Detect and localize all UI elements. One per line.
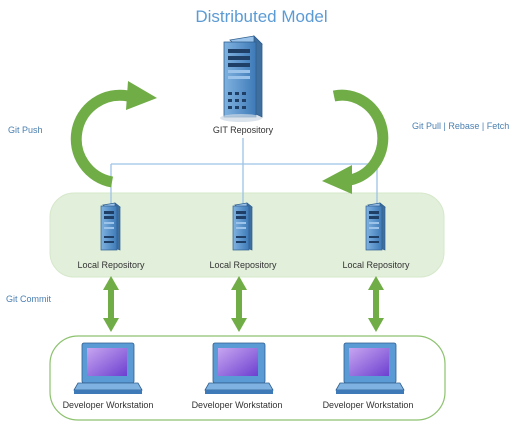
- workstation-icon-3: [335, 342, 405, 394]
- git-commit-arrow-3: [368, 276, 384, 332]
- diagram-title: Distributed Model: [195, 7, 328, 26]
- git-push-arrow: [70, 81, 157, 188]
- git-pull-label: Git Pull | Rebase | Fetch: [412, 121, 510, 131]
- git-pull-arrow: [322, 89, 389, 194]
- local-repository-label-3: Local Repository: [342, 260, 410, 270]
- local-server-icon-3: [365, 202, 386, 251]
- git-repository-label: GIT Repository: [212, 125, 274, 135]
- developer-workstation-label-2: Developer Workstation: [191, 400, 283, 410]
- local-repository-label-1: Local Repository: [77, 260, 145, 270]
- local-server-icon-1: [100, 202, 121, 251]
- git-push-label: Git Push: [8, 125, 43, 135]
- local-repository-label-2: Local Repository: [209, 260, 277, 270]
- git-commit-label: Git Commit: [6, 294, 51, 304]
- local-server-icon-2: [232, 202, 253, 251]
- git-commit-arrow-1: [103, 276, 119, 332]
- workstation-icon-1: [73, 342, 143, 394]
- git-repository-server-icon: [220, 35, 263, 122]
- developer-workstation-label-3: Developer Workstation: [322, 400, 414, 410]
- developer-workstation-label-1: Developer Workstation: [62, 400, 154, 410]
- workstation-icon-2: [204, 342, 274, 394]
- git-commit-arrow-2: [231, 276, 247, 332]
